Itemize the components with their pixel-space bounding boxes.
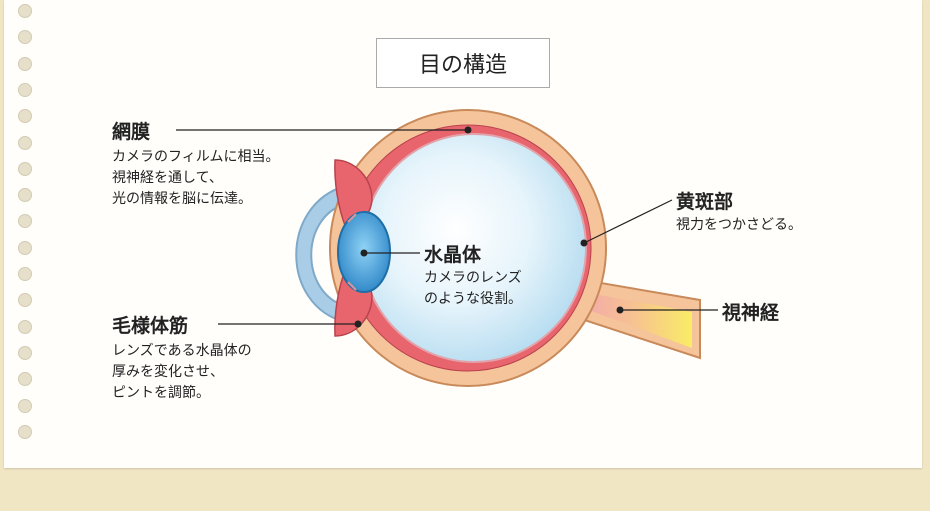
- binder-hole: [18, 109, 32, 124]
- optic-nerve-label: 視神経: [722, 302, 780, 324]
- binder-hole: [18, 372, 32, 387]
- binder-holes: [18, 0, 36, 468]
- macula-description: 視力をつかさどる。: [676, 217, 802, 233]
- binder-hole: [18, 135, 32, 150]
- binder-hole: [18, 56, 32, 71]
- binder-hole: [18, 82, 32, 97]
- binder-hole: [18, 398, 32, 413]
- binder-hole: [18, 424, 32, 439]
- lens-label: 水晶体: [424, 244, 482, 266]
- binder-hole: [18, 267, 32, 281]
- binder-hole: [18, 188, 32, 203]
- macula-pointer: [583, 199, 673, 244]
- optic-nerve-core: [572, 290, 692, 348]
- binder-hole: [18, 293, 32, 308]
- diagram-title: 目の構造: [376, 38, 550, 88]
- binder-hole: [18, 30, 32, 45]
- macula-label: 黄斑部: [676, 191, 734, 213]
- retina-label: 網膜: [112, 121, 151, 143]
- binder-hole: [18, 240, 32, 255]
- retina-description: カメラのフィルムに相当。 視神経を通して、 光の情報を脳に伝達。: [112, 149, 280, 207]
- ciliary-muscle-description: レンズである水晶体の 厚みを変化させ、 ピントを調節。: [112, 343, 252, 401]
- lens-description: カメラのレンズ のような役割。: [424, 270, 522, 307]
- binder-hole: [18, 345, 32, 360]
- binder-hole: [18, 161, 32, 176]
- binder-hole: [18, 4, 32, 18]
- binder-hole: [18, 214, 32, 229]
- ciliary-muscle-label: 毛様体筋: [112, 315, 189, 337]
- binder-hole: [18, 319, 32, 334]
